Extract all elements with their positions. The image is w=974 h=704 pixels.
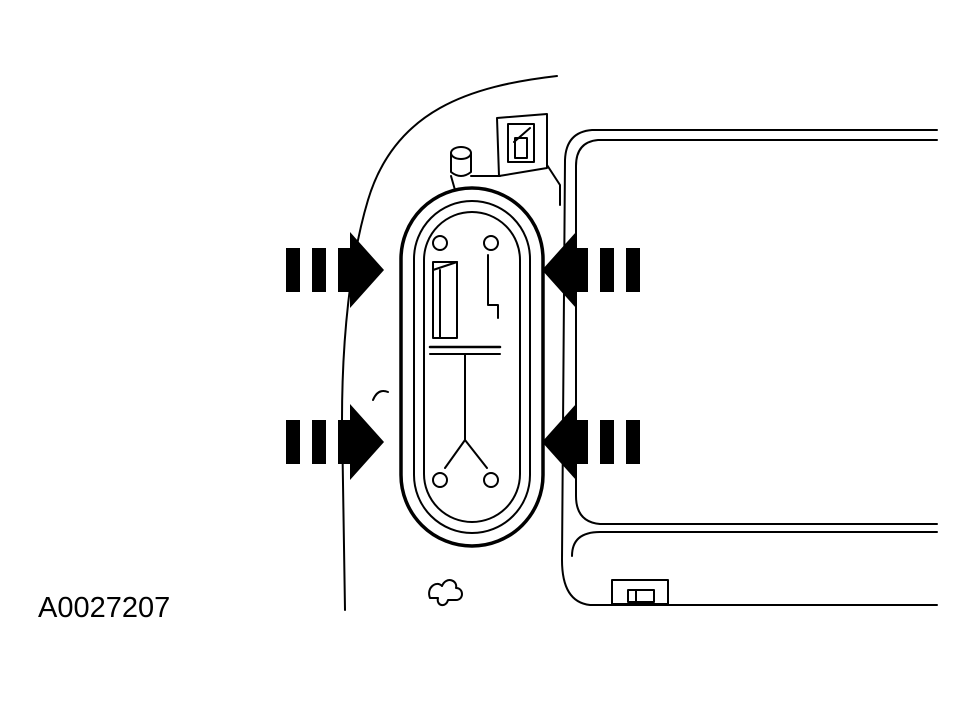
trim-panel-lower (571, 531, 938, 557)
lamp-mid-ring (413, 200, 531, 534)
trim-panel-inner (575, 139, 938, 525)
figure-id-label: A0027207 (38, 592, 171, 624)
press-arrow-icon (286, 404, 384, 480)
lamp-outer-ring (399, 186, 545, 548)
retaining-clip (428, 579, 463, 606)
headliner-edge (341, 75, 558, 611)
switch-bracket (496, 113, 548, 177)
switch-rocker (507, 123, 535, 163)
press-arrow-icon (542, 404, 640, 480)
lamp-switch-slot (432, 261, 458, 339)
press-arrow-icon (542, 232, 640, 308)
mount-hole (483, 472, 499, 488)
slider-housing (611, 579, 669, 605)
lamp-inner-ring (423, 211, 521, 523)
mount-hole (483, 235, 499, 251)
mount-hole (432, 235, 448, 251)
trim-panel-outer (561, 129, 938, 606)
lamp-wire (444, 353, 488, 469)
press-arrow-icon (286, 232, 384, 308)
mount-hole (432, 472, 448, 488)
lamp-contact (487, 254, 499, 319)
slider-knob (627, 589, 655, 603)
knob-body (450, 152, 472, 177)
press-arrows (286, 232, 640, 480)
knob-top (450, 146, 472, 160)
